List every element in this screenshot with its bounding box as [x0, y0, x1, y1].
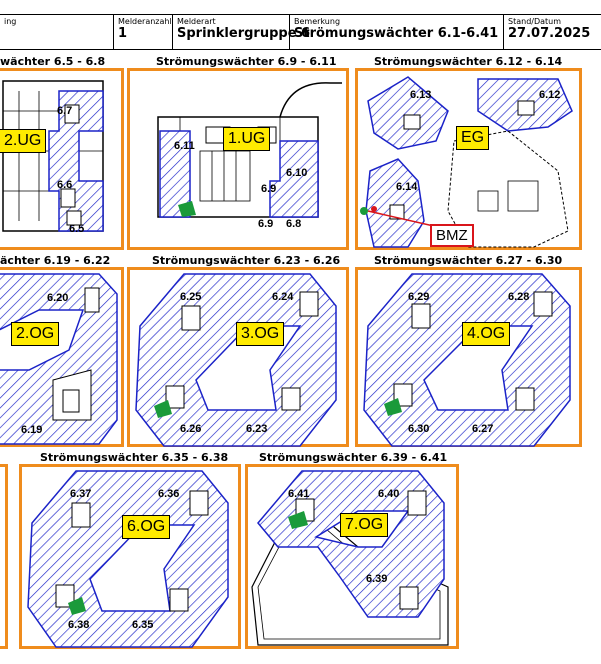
label-6-26: 6.26	[180, 423, 202, 435]
label-6-27: 6.27	[472, 423, 494, 435]
floor-tag-1ug: 1.UG	[223, 127, 271, 151]
label-6-9-lower: 6.9	[258, 218, 274, 230]
bemerkung-cell: Bemerkung Strömungswächter 6.1-6.41	[289, 15, 503, 49]
label-6-19: 6.19	[21, 424, 43, 436]
label-6-35: 6.35	[132, 619, 154, 631]
melderanzahl-caption: Melderanzahl	[118, 17, 172, 26]
label-6-9-upper: 6.9	[261, 183, 277, 195]
bemerkung-caption: Bemerkung	[294, 17, 341, 26]
label-6-5: 6.5	[69, 223, 85, 235]
panel-title-eg: Strömungswächter 6.12 - 6.14	[374, 55, 563, 68]
stand-cell: Stand/Datum 27.07.2025	[503, 15, 601, 49]
label-6-11: 6.11	[174, 140, 195, 152]
panel-title-2og: ächter 6.19 - 6.22	[0, 254, 111, 267]
panel-title-3og: Strömungswächter 6.23 - 6.26	[152, 254, 341, 267]
label-6-12: 6.12	[539, 89, 561, 101]
label-6-41: 6.41	[288, 488, 310, 500]
floor-plan-6og: 6.OG 6.37 6.36 6.38 6.35	[19, 464, 241, 649]
label-6-29: 6.29	[408, 291, 430, 303]
plan-1ug-drawing	[157, 82, 342, 218]
label-6-10: 6.10	[286, 167, 308, 179]
panel-title-4og: Strömungswächter 6.27 - 6.30	[374, 254, 563, 267]
col1-caption: ing	[4, 17, 17, 26]
floor-tag-7og: 7.OG	[340, 513, 389, 537]
label-6-14: 6.14	[396, 181, 418, 193]
floor-plan-2ug: 2.UG 6.7 6.6 6.5	[0, 68, 124, 250]
label-6-40: 6.40	[378, 488, 400, 500]
label-6-37: 6.37	[70, 488, 92, 500]
floor-tag-4og: 4.OG	[462, 322, 511, 346]
plan-6og-drawing	[27, 470, 229, 648]
floor-tag-3og: 3.OG	[236, 322, 285, 346]
floor-plan-3og: 3.OG 6.25 6.24 6.26 6.23	[127, 267, 349, 447]
panel-title-2ug: wächter 6.5 - 6.8	[0, 55, 106, 68]
floor-tag-2og: 2.OG	[11, 322, 60, 346]
floor-tag-2ug: 2.UG	[0, 129, 47, 153]
floor-plan-partial	[0, 464, 8, 649]
label-6-7: 6.7	[57, 105, 73, 117]
title-col-1: ing	[0, 15, 113, 49]
plan-2og-drawing	[0, 273, 118, 445]
bmz-label: BMZ	[430, 224, 474, 247]
floor-plan-7og: 7.OG 6.41 6.40 6.39	[245, 464, 459, 649]
panel-title-1ug: Strömungswächter 6.9 - 6.11	[156, 55, 337, 68]
label-6-28: 6.28	[508, 291, 530, 303]
title-block: ing Melderanzahl 1 Melderart Sprinklergr…	[0, 14, 601, 50]
melderanzahl-cell: Melderanzahl 1	[113, 15, 172, 49]
label-6-38: 6.38	[68, 619, 90, 631]
panel-title-6og: Strömungswächter 6.35 - 6.38	[40, 451, 229, 464]
label-6-25: 6.25	[180, 291, 202, 303]
plan-3og-drawing	[135, 273, 337, 447]
melderart-value: Sprinklergruppe 6	[177, 26, 311, 41]
label-6-24: 6.24	[272, 291, 294, 303]
label-6-39: 6.39	[366, 573, 388, 585]
panel-title-7og: Strömungswächter 6.39 - 6.41	[259, 451, 448, 464]
melderart-caption: Melderart	[177, 17, 216, 26]
label-6-8: 6.8	[286, 218, 302, 230]
label-6-6: 6.6	[57, 179, 73, 191]
label-6-23: 6.23	[246, 423, 268, 435]
floor-plan-4og: 4.OG 6.29 6.28 6.30 6.27	[355, 267, 582, 447]
floor-plan-eg: EG 6.13 6.12 6.14 BMZ	[355, 68, 582, 250]
plan-7og-drawing	[251, 470, 449, 646]
floor-plan-2og: 2.OG 6.20 6.19	[0, 267, 124, 447]
plan-2ug-drawing	[2, 80, 104, 232]
melderanzahl-value: 1	[118, 26, 128, 41]
label-6-30: 6.30	[408, 423, 430, 435]
floor-tag-eg: EG	[456, 126, 490, 150]
label-6-36: 6.36	[158, 488, 180, 500]
label-6-13: 6.13	[410, 89, 432, 101]
bemerkung-value: Strömungswächter 6.1-6.41	[294, 26, 499, 41]
plan-eg-drawing	[360, 76, 573, 248]
floor-tag-6og: 6.OG	[122, 515, 171, 539]
melderart-cell: Melderart Sprinklergruppe 6	[172, 15, 311, 49]
stand-caption: Stand/Datum	[508, 17, 562, 26]
floor-plan-1ug: 1.UG 6.11 6.10 6.9 6.9 6.8	[127, 68, 349, 250]
label-6-20: 6.20	[47, 292, 69, 304]
stand-value: 27.07.2025	[508, 26, 591, 41]
